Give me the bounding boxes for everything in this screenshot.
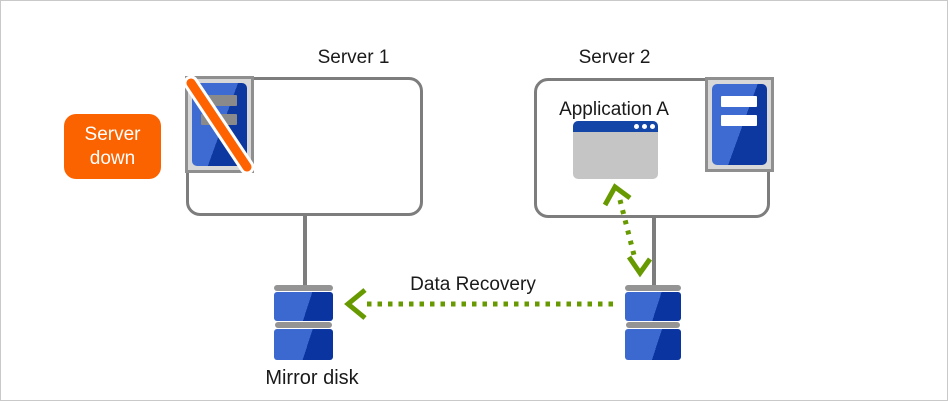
window-dot-icon [634,124,639,129]
disk-cap [275,322,332,328]
server2-disk-connector [652,216,656,286]
disk-cap [625,285,681,291]
server2-label: Server 2 [578,47,651,68]
window-dot-icon [650,124,655,129]
disk-platter [274,329,333,360]
server-tower-crossed-icon [192,83,247,166]
server1-icon-frame [185,76,254,173]
server2-icon-frame [705,77,774,172]
disk-platter [274,292,333,321]
server1-label: Server 1 [317,47,390,68]
tower-slot-icon [721,96,757,107]
disk-cap [626,322,680,328]
app-window-titlebar [573,121,658,132]
server1-disk-connector [303,214,307,286]
server-down-badge-line1: Server [84,123,141,145]
disk-cap [274,285,333,291]
app-window-icon [573,121,658,179]
server-down-badge-line2: down [89,147,136,169]
tower-slot-icon [201,95,237,106]
window-dot-icon [642,124,647,129]
tower-slot-icon [201,114,237,125]
mirror-disk-icon-right [625,285,681,361]
disk-platter [625,292,681,321]
application-label: Application A [559,99,669,120]
server-tower-icon [712,84,767,165]
disk-platter [625,329,681,360]
mirror-disk-label: Mirror disk [265,367,359,389]
server-down-badge: Server down [64,114,161,179]
mirror-disk-icon-left [274,285,333,361]
tower-slot-icon [721,115,757,126]
data-recovery-label: Data Recovery [410,274,536,295]
